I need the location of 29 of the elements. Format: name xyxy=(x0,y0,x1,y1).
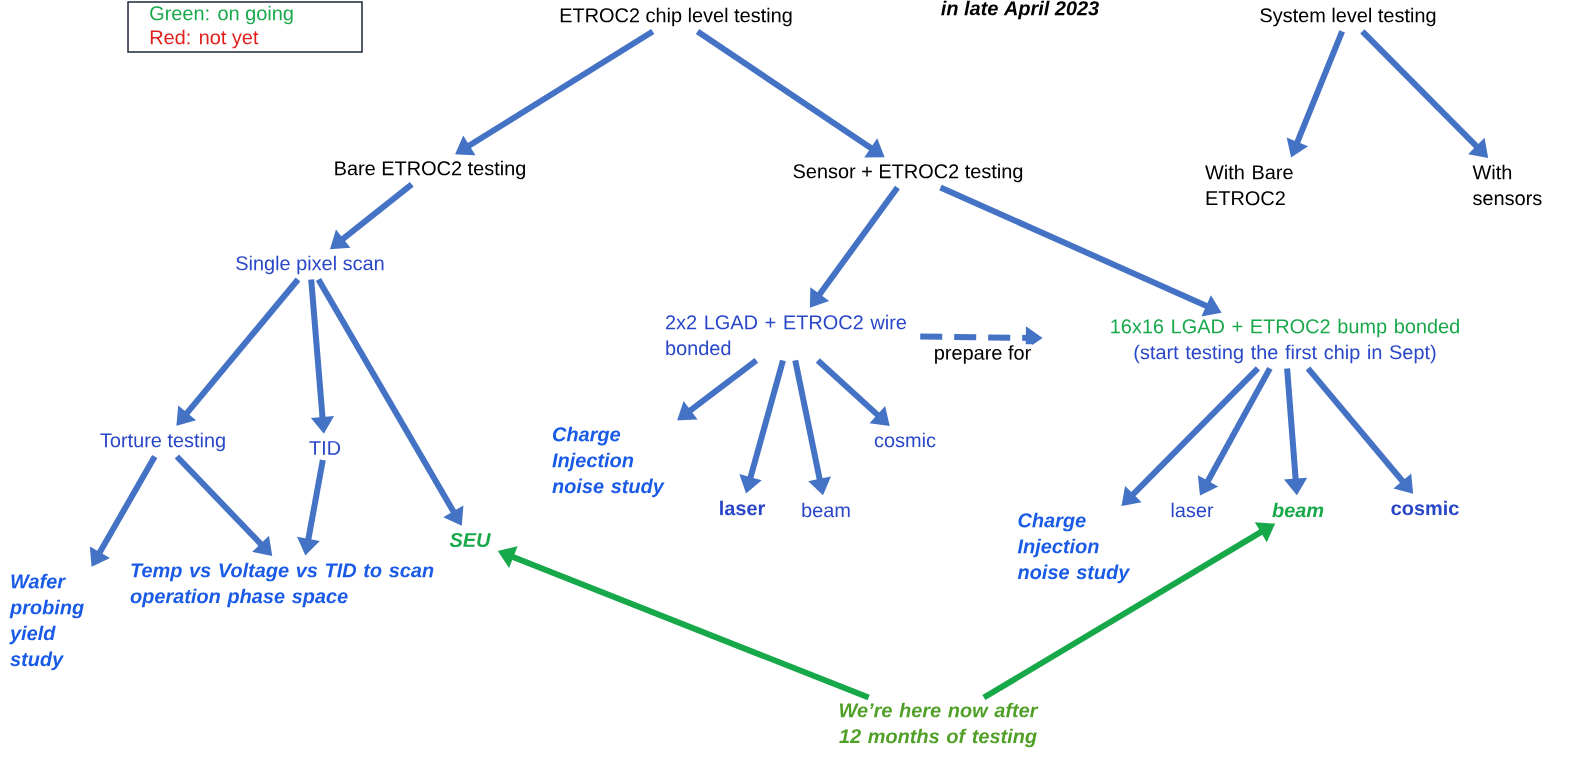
node-label: ETROC2 chip level testing xyxy=(560,7,792,27)
node-label: Charge Injection noise study xyxy=(1017,512,1131,584)
legend-entry: Green: on going xyxy=(150,5,293,25)
annotation-text: We’re here now after 12 months of testing xyxy=(839,702,1039,748)
node-label: laser xyxy=(720,500,765,516)
edge-label: prepare for xyxy=(935,345,1031,364)
node-label: 2x2 LGAD + ETROC2 wire bonded xyxy=(666,314,907,356)
node-label: SEU xyxy=(449,532,491,548)
node-label: Wafer probing yield study xyxy=(9,573,84,671)
node-label: Charge Injection noise study xyxy=(552,426,665,498)
node-label: System level testing xyxy=(1260,7,1436,27)
node-label: beam xyxy=(802,502,850,518)
node-label: Torture testing xyxy=(100,432,225,452)
node-label: cosmic xyxy=(874,432,936,448)
node-label: With sensors xyxy=(1472,164,1542,206)
node-label: TID xyxy=(309,441,341,455)
node-label: Temp vs Voltage vs TID to scan operation phase space xyxy=(130,562,434,608)
arrow xyxy=(815,358,890,426)
node-label: laser xyxy=(1171,502,1214,518)
node-label: With Bare ETROC2 xyxy=(1205,164,1293,206)
node-label: beam xyxy=(1272,502,1324,518)
node-label: cosmic xyxy=(1391,500,1459,516)
node-label: Single pixel scan xyxy=(236,255,384,275)
arrow xyxy=(176,277,301,426)
heading-note: in late April 2023 xyxy=(941,0,1099,20)
node-label: Bare ETROC2 testing xyxy=(335,160,526,180)
node-label: Sensor + ETROC2 testing xyxy=(793,163,1023,183)
legend-entry: Red: not yet xyxy=(150,29,259,49)
node-label: 16x16 LGAD + ETROC2 bump bonded (start testing the first chip in Sept) xyxy=(1111,318,1459,364)
